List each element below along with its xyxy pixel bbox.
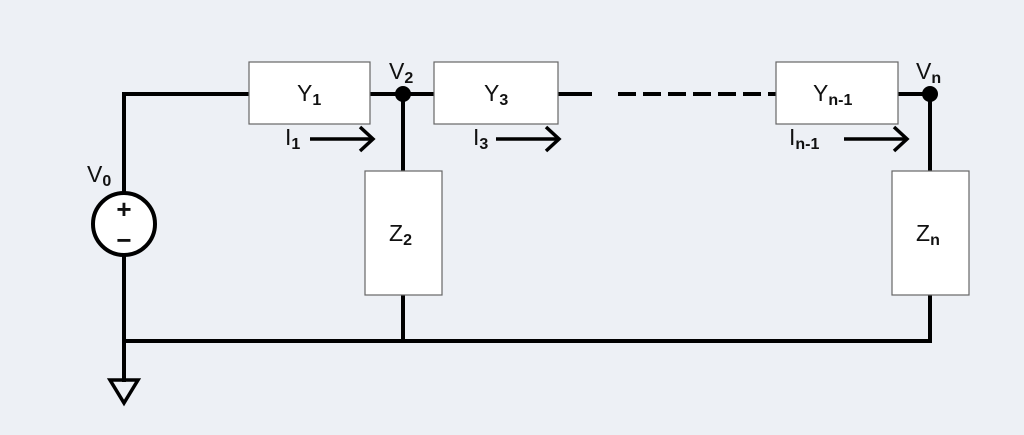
- wires: [122, 92, 932, 382]
- v2-label: V2: [389, 58, 413, 87]
- node-v2: V2: [389, 58, 413, 102]
- zn-box: [891, 170, 970, 296]
- z2-label: Z2: [389, 220, 412, 249]
- i1-label: I1: [285, 124, 300, 153]
- arrow-right-icon: [844, 125, 910, 153]
- current-in-1: In-1: [789, 124, 910, 153]
- series-element-y1: Y1: [248, 61, 371, 125]
- z2-box: [364, 170, 443, 296]
- voltage-source-icon: [91, 191, 157, 257]
- source-plus: +: [116, 194, 131, 224]
- current-i1: I1: [285, 124, 376, 153]
- source-label: V0: [87, 161, 111, 190]
- y3-box: [433, 61, 559, 125]
- i3-label: I3: [473, 124, 488, 153]
- voltage-source: + − V0: [87, 161, 157, 257]
- wire-source-to-y1: [122, 92, 251, 206]
- source-minus: −: [116, 225, 131, 255]
- node-dot-vn: [922, 86, 938, 102]
- series-element-yn-1: Yn-1: [775, 61, 899, 125]
- shunt-element-zn: Zn: [891, 170, 970, 296]
- wire-return: [122, 293, 932, 343]
- node-dot-v2: [395, 86, 411, 102]
- vn-label: Vn: [916, 58, 941, 87]
- y1-box: [248, 61, 371, 125]
- ground-icon: [106, 378, 142, 407]
- current-i3: I3: [473, 124, 562, 153]
- y1-label: Y1: [297, 80, 321, 109]
- y3-label: Y3: [484, 80, 508, 109]
- node-vn: Vn: [916, 58, 941, 102]
- arrow-right-icon: [310, 125, 376, 153]
- arrow-right-icon: [496, 125, 562, 153]
- series-element-y3: Y3: [433, 61, 559, 125]
- zn-label: Zn: [916, 220, 940, 249]
- in-1-label: In-1: [789, 124, 819, 153]
- yn-1-label: Yn-1: [813, 80, 852, 109]
- shunt-element-z2: Z2: [364, 170, 443, 296]
- yn-1-box: [775, 61, 899, 125]
